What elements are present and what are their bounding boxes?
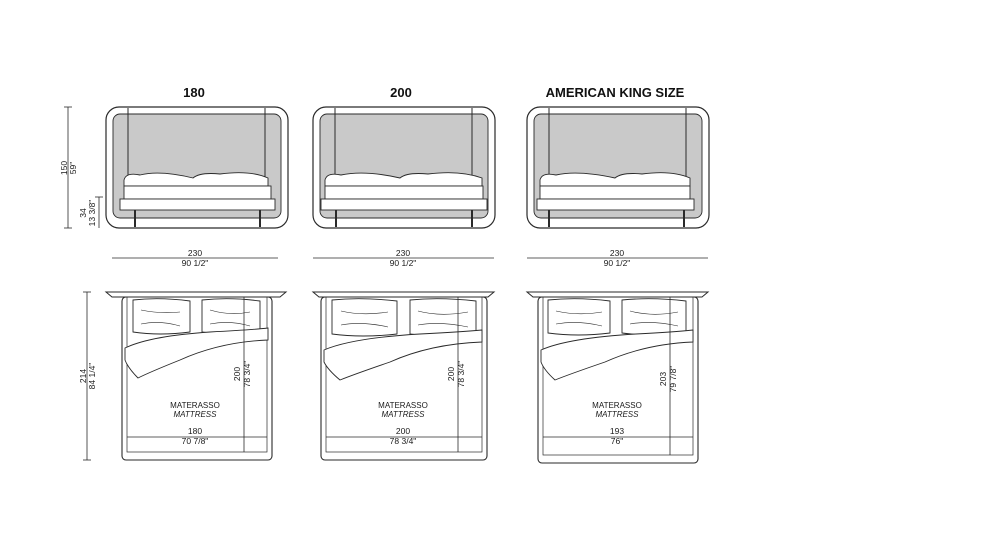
mattress-width-in: 78 3/4" bbox=[390, 436, 417, 446]
front-elevation bbox=[312, 106, 496, 229]
plan-view: MATERASSO MATTRESS 180 70 7/8" 200 78 3/… bbox=[104, 291, 288, 461]
side-dimensions: 150 59" 34 13 3/8" 214 84 1/4" bbox=[59, 106, 103, 461]
mattress-length-in: 78 3/4" bbox=[242, 361, 252, 388]
mattress-width-cm: 200 bbox=[396, 426, 410, 436]
mattress-width-in: 70 7/8" bbox=[182, 436, 209, 446]
mattress-label: MATERASSO bbox=[592, 401, 642, 410]
mattress-length-in: 79 7/8" bbox=[668, 366, 678, 393]
mattress-length-cm: 200 bbox=[446, 367, 456, 381]
frame-height-cm: 34 bbox=[78, 208, 88, 218]
mattress-length-cm: 200 bbox=[232, 367, 242, 381]
overall-height-in: 59" bbox=[68, 162, 78, 174]
frame-height-in: 13 3/8" bbox=[87, 200, 97, 227]
mattress-length-cm: 203 bbox=[658, 372, 668, 386]
column-180: 180 230 90 1/2" bbox=[104, 85, 289, 461]
mattress-width-in: 76" bbox=[611, 436, 623, 446]
mattress-length-in: 78 3/4" bbox=[456, 361, 466, 388]
mattress-label-en: MATTRESS bbox=[174, 410, 218, 419]
column-title: 180 bbox=[183, 85, 205, 100]
plan-view: MATERASSO MATTRESS 193 76" 203 79 7/8" bbox=[525, 291, 710, 464]
column-american-king-size: AMERICAN KING SIZE 230 90 1/2" bbox=[525, 85, 710, 464]
width-in: 90 1/2" bbox=[604, 258, 631, 268]
mattress-label-en: MATTRESS bbox=[596, 410, 640, 419]
column-200: 200 230 90 1/2" bbox=[311, 85, 496, 461]
mattress-label-en: MATTRESS bbox=[382, 410, 426, 419]
mattress-label: MATERASSO bbox=[170, 401, 220, 410]
mattress-label: MATERASSO bbox=[378, 401, 428, 410]
width-dimension: 230 90 1/2" bbox=[313, 248, 494, 268]
column-title: 200 bbox=[390, 85, 412, 100]
width-in: 90 1/2" bbox=[182, 258, 209, 268]
front-elevation bbox=[105, 106, 289, 229]
front-elevation bbox=[526, 106, 710, 229]
width-dimension: 230 90 1/2" bbox=[112, 248, 278, 268]
width-dimension: 230 90 1/2" bbox=[527, 248, 708, 268]
mattress-width-cm: 193 bbox=[610, 426, 624, 436]
width-cm: 230 bbox=[610, 248, 624, 258]
width-in: 90 1/2" bbox=[390, 258, 417, 268]
overall-length-cm: 214 bbox=[78, 369, 88, 383]
width-cm: 230 bbox=[188, 248, 202, 258]
plan-view: MATERASSO MATTRESS 200 78 3/4" 200 78 3/… bbox=[311, 291, 496, 461]
column-title: AMERICAN KING SIZE bbox=[546, 85, 685, 100]
overall-length-in: 84 1/4" bbox=[87, 363, 97, 390]
mattress-width-cm: 180 bbox=[188, 426, 202, 436]
overall-height-cm: 150 bbox=[59, 161, 69, 175]
width-cm: 230 bbox=[396, 248, 410, 258]
